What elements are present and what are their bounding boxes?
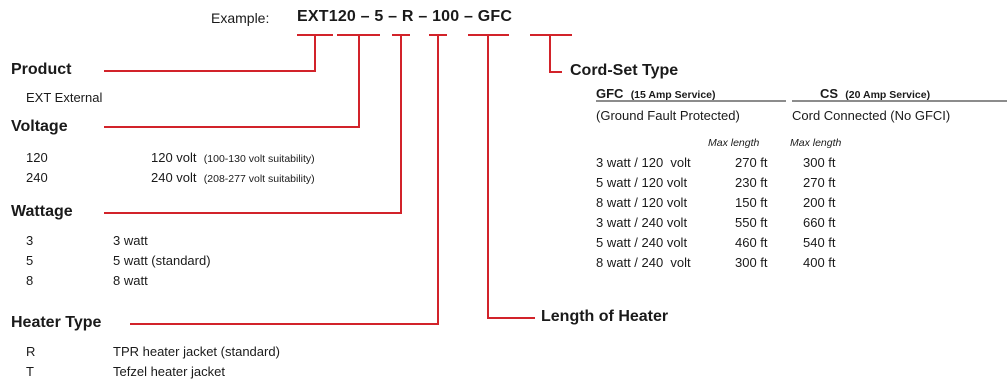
wattage-code-5: 5 [26,253,34,268]
connector-voltage [104,34,380,128]
cordset-row-spec: 8 watt / 240 volt [596,255,691,270]
gfc-service: (15 Amp Service) [630,89,716,101]
connector-length [468,34,535,319]
cordset-row-cs-length: 660 ft [803,215,836,230]
product-title: Product [11,61,72,78]
cordset-row-cs-length: 270 ft [803,175,836,190]
cordset-row-cs-length: 200 ft [803,195,836,210]
heater-type-title: Heater Type [11,314,102,331]
cordset-row-gfc-length: 230 ft [735,175,768,190]
cordset-row-gfc-length: 270 ft [735,155,768,170]
wattage-desc-8: 8 watt [113,273,148,288]
connector-heater-type [130,34,447,325]
cordset-title: Cord-Set Type [570,62,679,79]
connector-group [104,34,572,325]
wattage-title: Wattage [11,203,73,220]
gfc-code: GFC [596,86,624,101]
code-segment-wattage: 5 [374,8,384,25]
voltage-code-240: 240 [26,170,48,185]
voltage-code-120: 120 [26,150,48,165]
heater-desc-r: TPR heater jacket (standard) [113,344,280,359]
cordset-row-gfc-length: 460 ft [735,235,768,250]
cs-service: (20 Amp Service) [845,89,931,101]
voltage-note: (208-277 volt suitability) [203,173,315,185]
wattage-code-8: 8 [26,273,34,288]
cordset-row-cs-length: 400 ft [803,255,836,270]
voltage-desc-240: 240 volt (208-277 volt suitability) [151,170,315,185]
wattage-desc-5: 5 watt (standard) [113,253,211,268]
wattage-desc-3: 3 watt [113,233,148,248]
voltage-note: (100-130 volt suitability) [203,153,315,165]
cs-desc: Cord Connected (No GFCI) [792,108,951,123]
gfc-max-length-label: Max length [708,137,760,149]
example-label: Example: [211,10,270,26]
cordset-row-cs-length: 540 ft [803,235,836,250]
code-separator: – [459,8,478,25]
cordset-row-cs-length: 300 ft [803,155,836,170]
code-segment-voltage: 120 [328,8,357,25]
cordset-row-spec: 5 watt / 240 volt [596,235,688,250]
cordset-row-spec: 8 watt / 120 volt [596,195,688,210]
voltage-title: Voltage [11,118,68,135]
voltage-main: 240 volt [151,170,197,185]
gfc-desc: (Ground Fault Protected) [596,108,740,123]
cordset-row-gfc-length: 150 ft [735,195,768,210]
cs-column-header: CS (20 Amp Service) [820,86,930,101]
cs-code: CS [820,86,839,101]
code-segment-cordset: GFC [477,8,513,25]
example-code: EXT120 – 5 – R – 100 – GFC [297,8,512,26]
heater-code-r: R [26,344,36,359]
cs-max-length-label: Max length [790,137,842,149]
code-segment-heater-type: R [401,8,414,25]
cordset-row-gfc-length: 300 ft [735,255,768,270]
code-segment-length: 100 [432,8,460,25]
code-separator: – [413,8,433,25]
code-separator: – [383,8,402,25]
code-separator: – [356,8,375,25]
product-desc: EXT External [26,90,103,105]
cordset-row-spec: 3 watt / 240 volt [596,215,688,230]
voltage-desc-120: 120 volt (100-130 volt suitability) [151,150,315,165]
gfc-column-header: GFC (15 Amp Service) [596,86,716,101]
cordset-row-gfc-length: 550 ft [735,215,768,230]
voltage-main: 120 volt [151,150,197,165]
connector-cordset [530,34,572,73]
length-title: Length of Heater [541,308,669,325]
connector-product [104,34,333,72]
cordset-row-spec: 3 watt / 120 volt [596,155,691,170]
connector-wattage [104,34,410,214]
code-segment-product: EXT [297,8,329,25]
wattage-code-3: 3 [26,233,34,248]
heater-code-t: T [26,364,34,379]
heater-desc-t: Tefzel heater jacket [113,364,226,379]
cordset-row-spec: 5 watt / 120 volt [596,175,688,190]
